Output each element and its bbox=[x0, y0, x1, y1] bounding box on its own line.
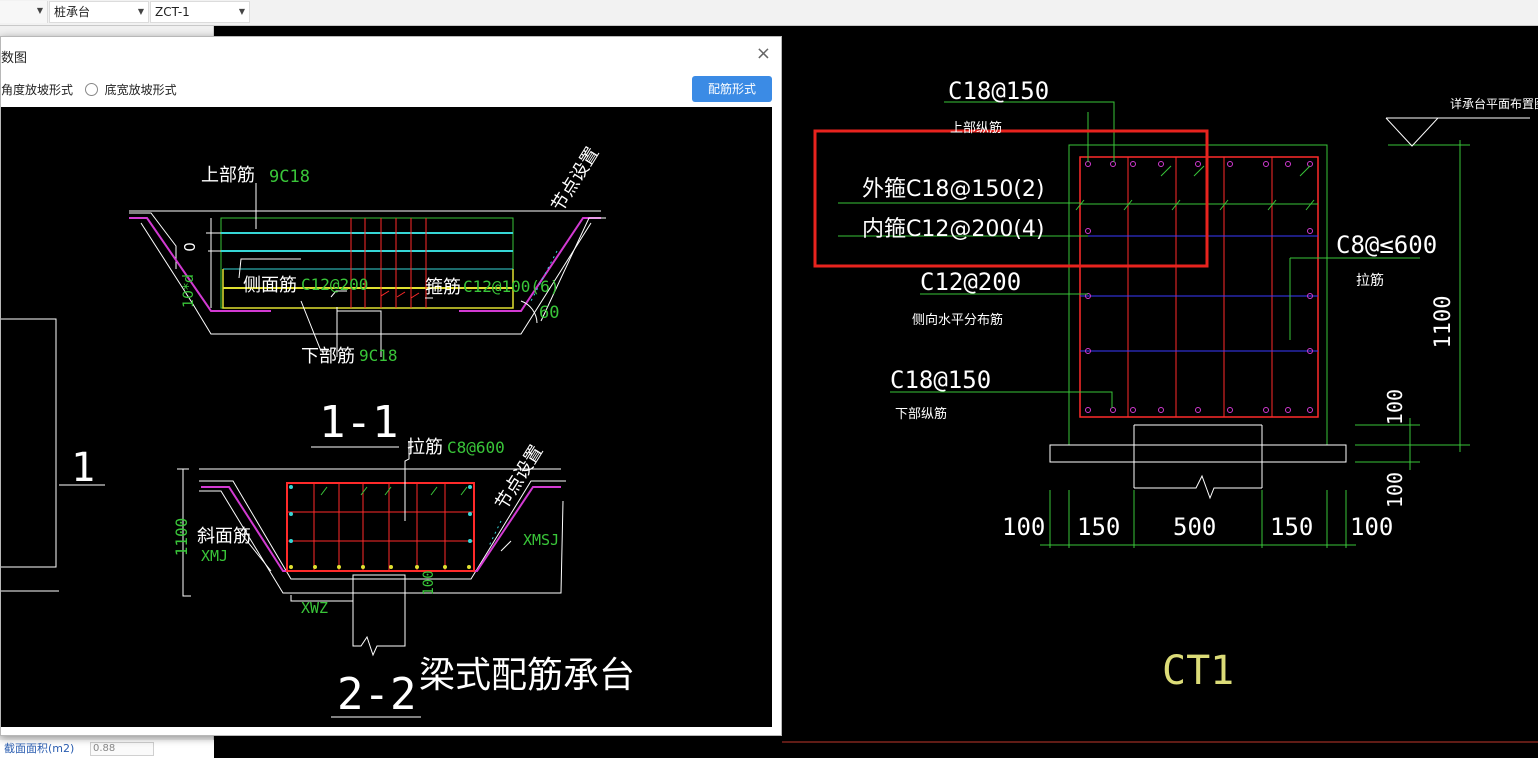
s22-tie-label: 拉筋 bbox=[407, 437, 443, 458]
s11-stirrup-value: C12@100(6) bbox=[463, 277, 559, 296]
s11-dim-10d: 10*d bbox=[181, 274, 197, 308]
s22-section-name: 2-2 bbox=[337, 669, 416, 720]
s11-side-rebar-label: 侧面筋 bbox=[243, 275, 297, 296]
s11-bottom-rebar-value: 9C18 bbox=[359, 346, 398, 365]
slope-options: 角度放坡形式 底宽放坡形式 bbox=[1, 81, 177, 98]
chevron-down-icon: ▼ bbox=[238, 7, 245, 16]
chevron-down-icon: ▼ bbox=[36, 6, 43, 15]
s22-tie-value: C8@600 bbox=[447, 438, 505, 457]
s11-stirrup-label: 箍筋 bbox=[425, 277, 461, 298]
dialog-title: 数图 bbox=[1, 51, 28, 66]
cad-drawing-area[interactable]: C18@150 上部纵筋 详承台平面布置图 外箍C18@150(2) 内箍C12… bbox=[775, 26, 1538, 758]
ct1-width-dim-2: 150 bbox=[1077, 513, 1120, 541]
prev-select[interactable]: ▼ bbox=[0, 1, 48, 23]
ct1-width-dim-3: 500 bbox=[1173, 513, 1216, 541]
ct1-width-dim-5: 100 bbox=[1350, 513, 1393, 541]
element-type-value: 桩承台 bbox=[54, 5, 91, 19]
ct1-plan-ref: 详承台平面布置图 bbox=[1450, 96, 1538, 111]
s11-dim-zero: 0 bbox=[181, 242, 199, 252]
option-width-radio[interactable] bbox=[84, 83, 98, 96]
option-width-label[interactable]: 底宽放坡形式 bbox=[104, 83, 177, 97]
property-label: 截面面积(m2) bbox=[4, 742, 75, 755]
s11-top-rebar-label: 上部筋 bbox=[201, 165, 255, 186]
ct1-height-dim: 1100 bbox=[1431, 296, 1456, 349]
s11-node-setting[interactable]: 节点设置 bbox=[547, 143, 603, 215]
ct1-width-dim-4: 150 bbox=[1270, 513, 1313, 541]
s11-angle: 60 bbox=[539, 303, 559, 323]
s22-slope-rebar-code: XMJ bbox=[201, 547, 228, 565]
property-value-field[interactable]: 0.88 bbox=[90, 742, 154, 756]
left-section-mark: 1 bbox=[71, 445, 95, 491]
ct1-side-rebar-desc: 侧向水平分布筋 bbox=[912, 312, 1003, 328]
s22-slope-rebar-label: 斜面筋 bbox=[197, 526, 251, 547]
ct1-title: CT1 bbox=[1162, 648, 1234, 694]
ct1-side-rebar: C12@200 bbox=[920, 268, 1021, 296]
section-diagram-dialog: 数图 × 角度放坡形式 底宽放坡形式 配筋形式 1 bbox=[0, 36, 782, 736]
s22-caption: 梁式配筋承台 bbox=[419, 655, 635, 696]
ct1-tie: C8@≤600 bbox=[1336, 231, 1437, 259]
ct1-top-rebar-desc: 上部纵筋 bbox=[950, 120, 1002, 136]
ct1-top-rebar: C18@150 bbox=[948, 77, 1049, 105]
ct1-outer-stirrup: 外箍C18@150(2) bbox=[862, 177, 1045, 202]
s22-dim-100: 100 bbox=[421, 570, 437, 595]
element-type-select[interactable]: 桩承台 ▼ bbox=[49, 1, 149, 23]
s22-slope-top-code: XMSJ bbox=[523, 531, 559, 549]
rebar-form-button[interactable]: 配筋形式 bbox=[692, 76, 772, 102]
ct1-tie-desc: 拉筋 bbox=[1356, 272, 1384, 289]
top-toolbar: ▼ 桩承台 ▼ ZCT-1 ▼ bbox=[0, 0, 1538, 26]
ct1-bottom-rebar-desc: 下部纵筋 bbox=[895, 406, 947, 422]
ct1-width-dim-1: 100 bbox=[1002, 513, 1045, 541]
property-row-area: 截面面积(m2) 0.88 bbox=[0, 740, 214, 758]
s11-top-rebar-value: 9C18 bbox=[269, 167, 310, 187]
s22-height-dim: 1100 bbox=[172, 518, 191, 557]
ct1-dim-100-b: 100 bbox=[1383, 472, 1407, 508]
element-name-value: ZCT-1 bbox=[155, 5, 190, 19]
section-preview-canvas[interactable]: 1 bbox=[1, 107, 772, 727]
chevron-down-icon: ▼ bbox=[137, 7, 144, 16]
ct1-bottom-rebar: C18@150 bbox=[890, 366, 991, 394]
s22-bottom-code: XWZ bbox=[301, 599, 328, 617]
s11-bottom-rebar-label: 下部筋 bbox=[301, 346, 355, 367]
ct1-inner-stirrup: 内箍C12@200(4) bbox=[862, 217, 1045, 242]
s11-section-name: 1-1 bbox=[319, 397, 398, 448]
option-angle-label[interactable]: 角度放坡形式 bbox=[1, 83, 74, 97]
s11-side-rebar-value: C12@200 bbox=[301, 275, 368, 294]
ct1-dim-100-a: 100 bbox=[1383, 389, 1407, 425]
close-icon[interactable]: × bbox=[755, 43, 771, 64]
element-name-select[interactable]: ZCT-1 ▼ bbox=[150, 1, 250, 23]
